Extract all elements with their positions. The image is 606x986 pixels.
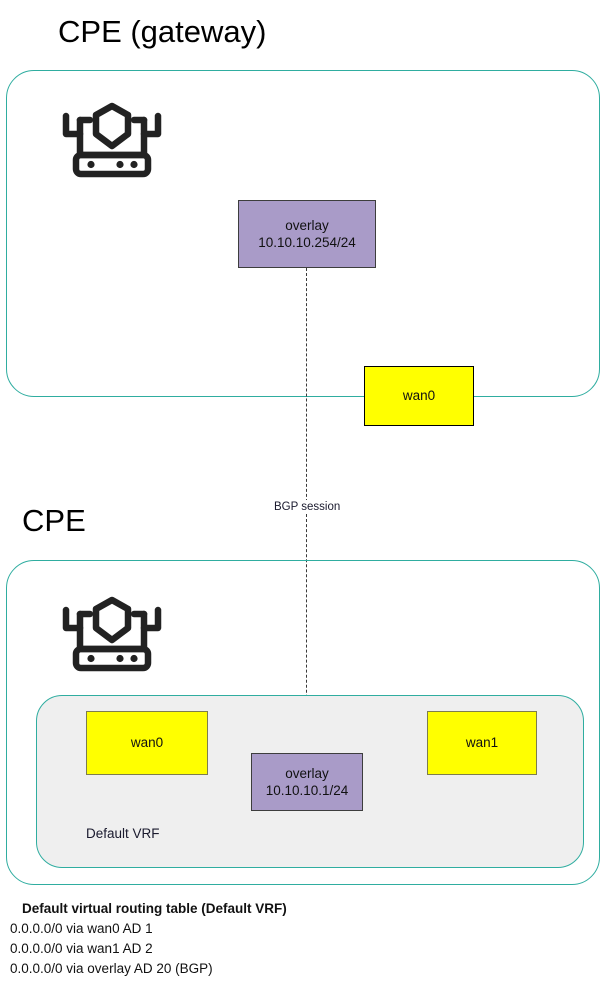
cpe-gateway-container: [6, 70, 600, 397]
router-icon: [52, 98, 172, 180]
interface-name: wan0: [130, 735, 164, 751]
cpe-section-title: CPE: [22, 503, 86, 538]
cpe-branch-container: [6, 560, 600, 885]
routing-table-row: 0.0.0.0/0 via wan1 AD 2: [10, 940, 153, 956]
routing-table-row: 0.0.0.0/0 via wan0 AD 1: [10, 921, 153, 936]
interface-name: wan1: [465, 735, 499, 751]
interface-name: wan0: [402, 388, 436, 404]
bgp-session-label: BGP session: [271, 500, 344, 514]
router-icon: [52, 592, 172, 674]
default-vrf-label: Default VRF: [86, 826, 160, 841]
cpe-wan1-interface[interactable]: wan1: [427, 711, 537, 775]
cpe-overlay-interface[interactable]: overlay 10.10.10.1/24: [251, 753, 363, 811]
gateway-overlay-interface[interactable]: overlay 10.10.10.254/24: [238, 200, 376, 268]
gateway-wan0-interface[interactable]: wan0: [364, 366, 474, 426]
routing-table-row: 0.0.0.0/0 via overlay AD 20 (BGP): [10, 960, 213, 976]
routing-table: Default virtual routing table (Default V…: [10, 901, 430, 979]
interface-address: 10.10.10.1/24: [265, 783, 349, 798]
gateway-section-title: CPE (gateway): [58, 14, 267, 49]
interface-name: overlay: [285, 217, 329, 233]
interface-address: 10.10.10.254/24: [258, 235, 356, 250]
interface-name: overlay: [285, 765, 329, 781]
cpe-wan0-interface[interactable]: wan0: [86, 711, 208, 775]
routing-table-title: Default virtual routing table (Default V…: [22, 901, 287, 916]
